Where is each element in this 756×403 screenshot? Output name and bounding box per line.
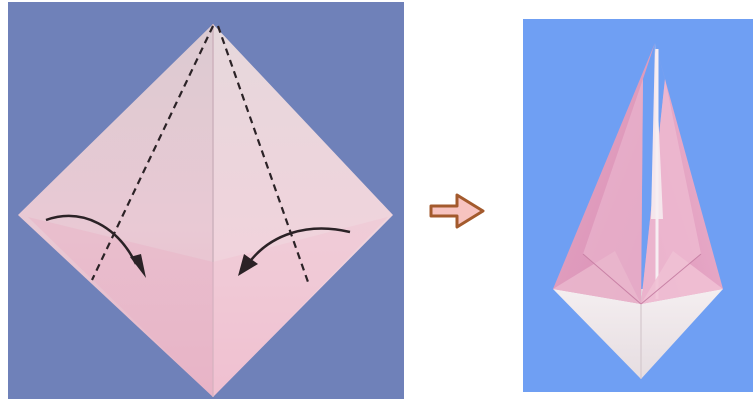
fold-step-before-photo [8, 2, 404, 399]
right-arrow-icon [425, 186, 495, 236]
fold-step-after-photo [523, 19, 753, 392]
